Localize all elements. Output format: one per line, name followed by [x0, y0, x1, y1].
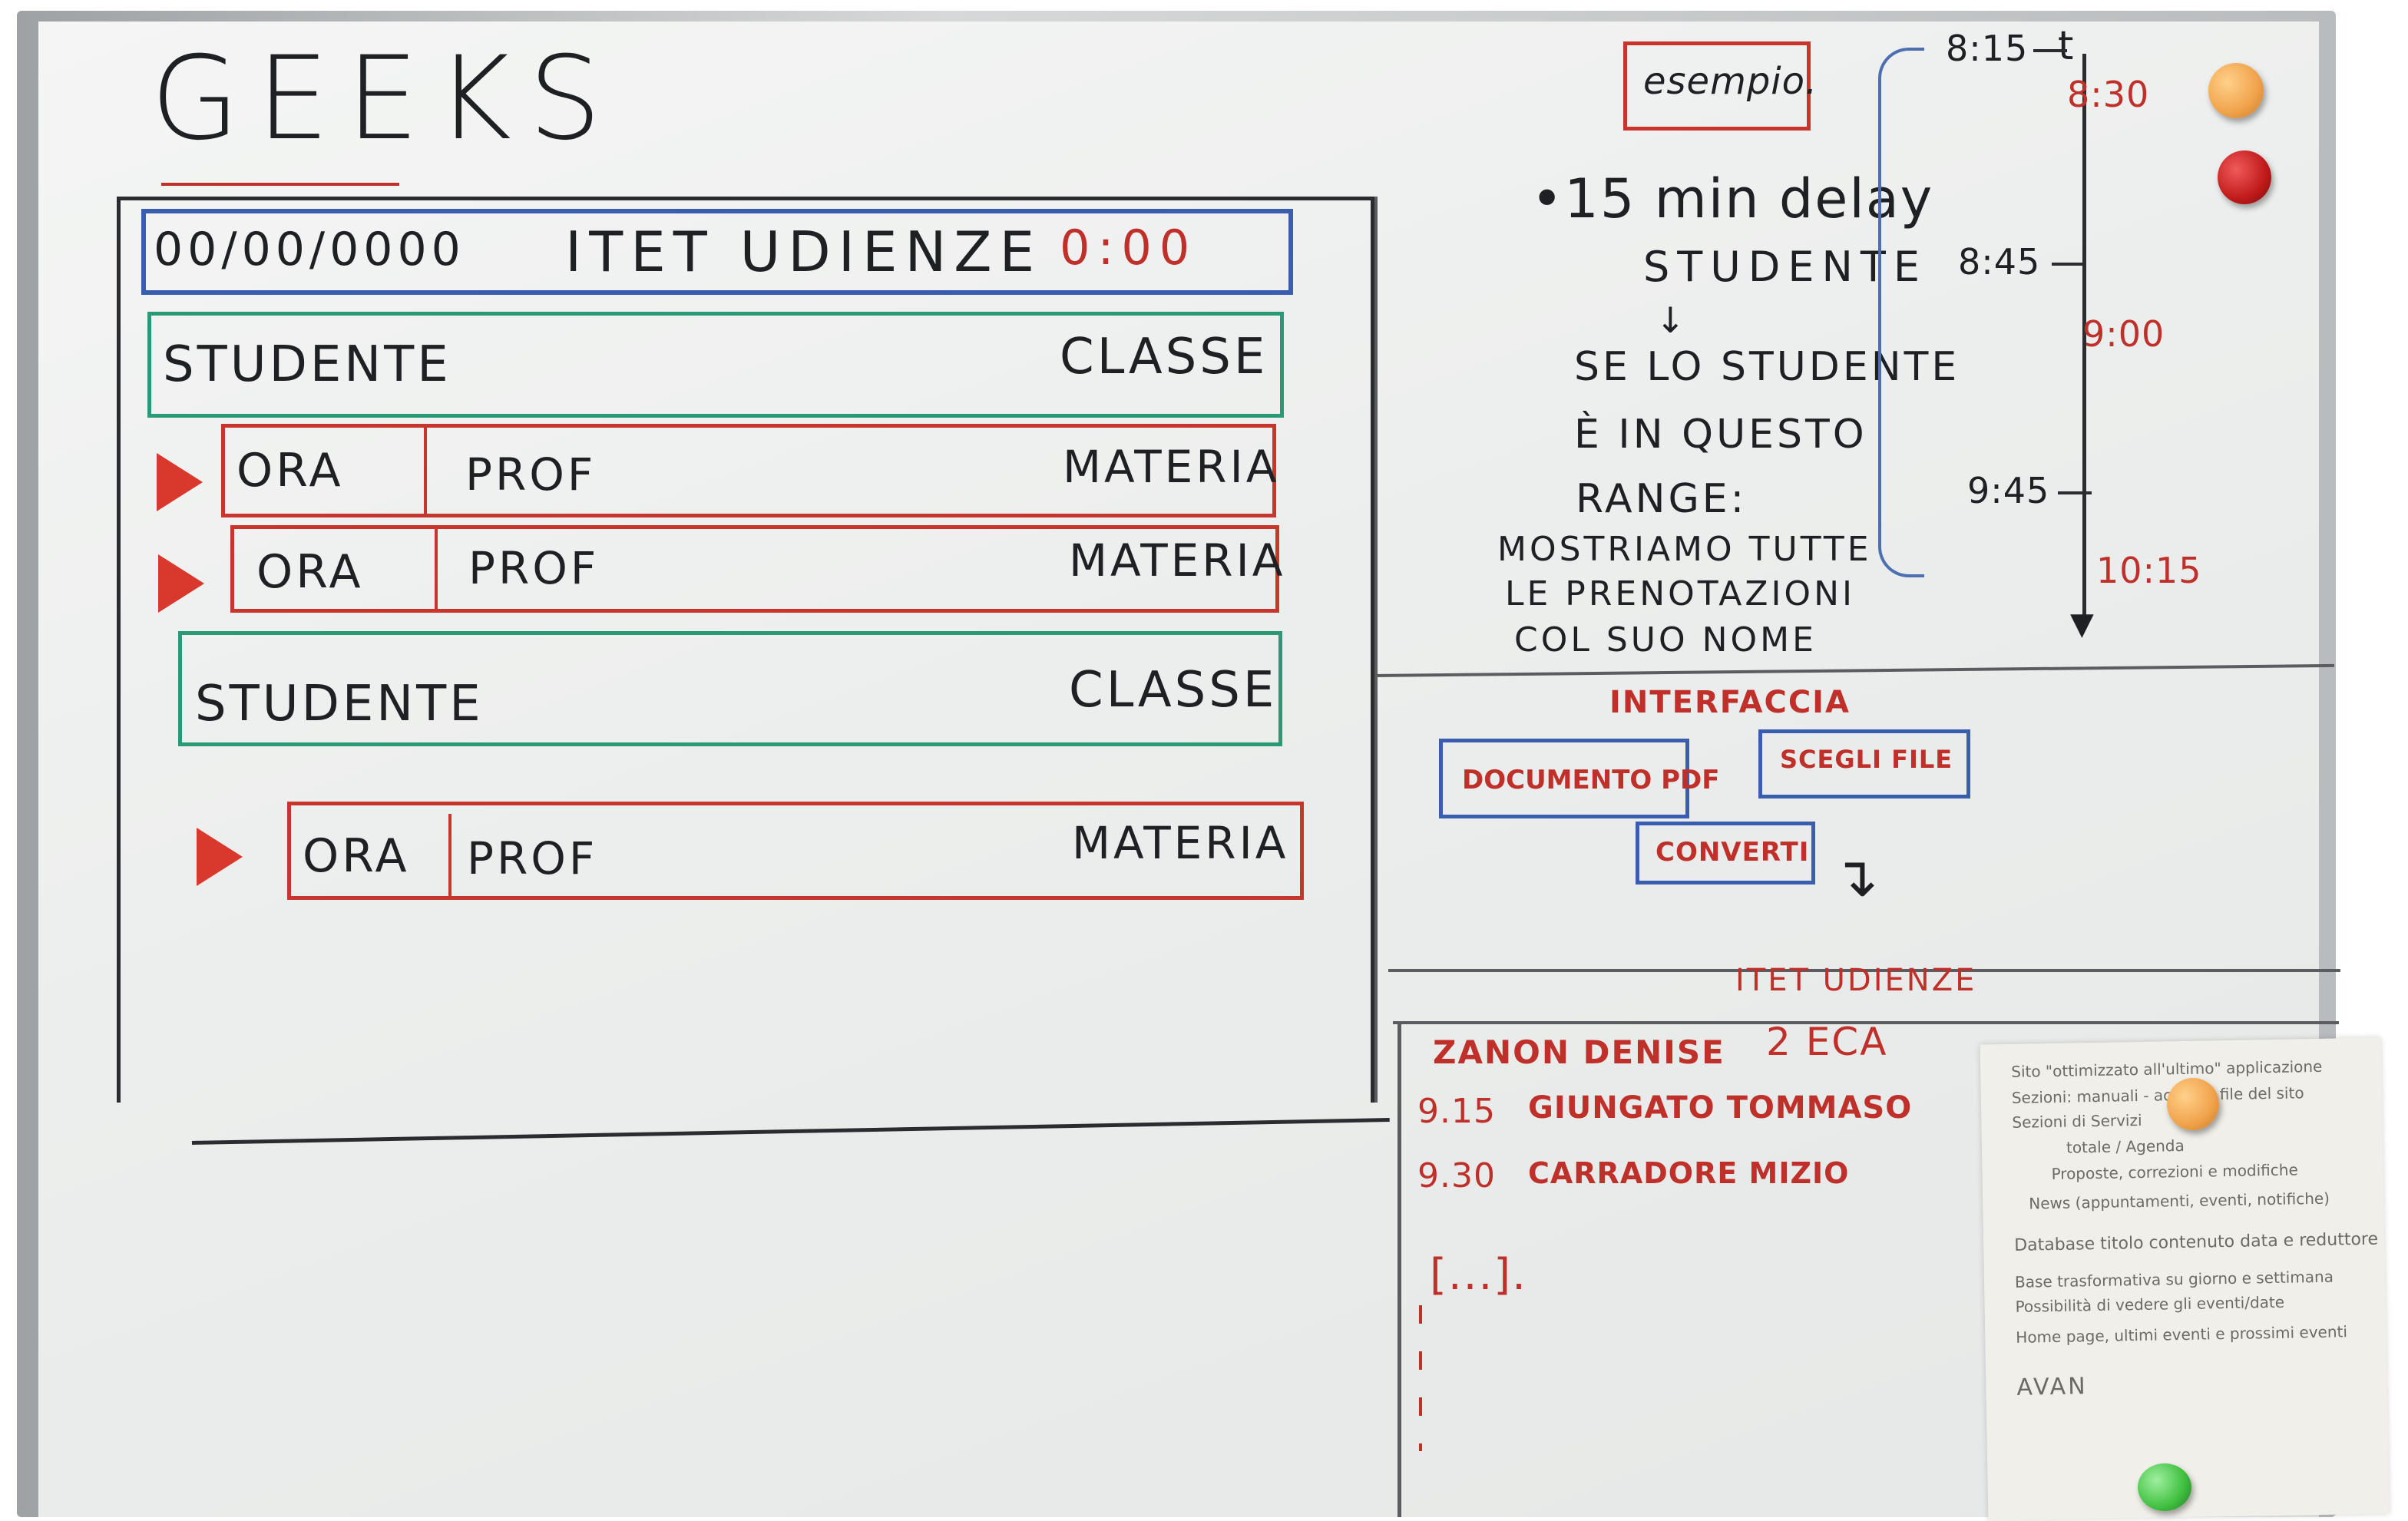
row-divider: [435, 525, 438, 613]
output-ellipsis: [...].: [1430, 1250, 1527, 1300]
row-ora: ORA: [256, 545, 364, 599]
section-divider-3: [1393, 1021, 2339, 1024]
time-label-left-3: 9:45: [1967, 470, 2050, 511]
interface-title: INTERFACCIA: [1609, 685, 1851, 720]
timeline-tick: [2033, 49, 2067, 52]
row-prof: PROF: [465, 448, 597, 501]
down-arrow-icon: ↓: [1656, 299, 1685, 341]
time-label-left-1: 8:15: [1946, 28, 2029, 69]
note-line: Database titolo contenuto data e redutto…: [2013, 1229, 2379, 1255]
choose-file-label: SCEGLI FILE: [1780, 745, 1953, 774]
example-line-5: LE PRENOTAZIONI: [1505, 574, 1855, 613]
mockup-right-line: [1374, 197, 1378, 1103]
time-label-right-2: 9:00: [2082, 313, 2165, 355]
booking-row-3[interactable]: [287, 802, 1304, 900]
note-line: News (appuntamenti, eventi, notifiche): [2029, 1189, 2330, 1213]
student-bar-1: [147, 312, 1284, 418]
example-student: STUDENTE: [1643, 243, 1927, 291]
student-bar-2: [178, 631, 1282, 746]
orange-magnet: [2167, 1078, 2219, 1130]
document-pdf-label: DOCUMENTO PDF: [1462, 765, 1720, 795]
header-date: 00/00/0000: [154, 223, 465, 276]
note-line: Sezioni di Servizi: [2012, 1110, 2142, 1132]
row-ora: ORA: [303, 829, 410, 883]
time-label-t: t: [2058, 23, 2077, 69]
note-line: Sezioni: manuali - accesso file del sito: [2011, 1083, 2304, 1107]
header-time: 0:00: [1060, 220, 1198, 276]
example-line-2: È IN QUESTO: [1574, 412, 1867, 458]
dashed-guide: [1419, 1305, 1422, 1451]
note-line: Base trasformativa su giorno e settimana: [2014, 1267, 2334, 1291]
booking-row-1[interactable]: [221, 424, 1276, 517]
entry-name-2: CARRADORE MIZIO: [1528, 1156, 1850, 1190]
title-underline: [161, 183, 399, 186]
row-materia: MATERIA: [1072, 817, 1289, 869]
class-label-2: CLASSE: [1069, 662, 1278, 719]
header-title: ITET UDIENZE: [565, 220, 1043, 284]
column-divider: [1398, 1021, 1401, 1517]
delay-note: •15 min delay: [1531, 167, 1934, 230]
row-divider: [424, 424, 427, 517]
booking-row-2[interactable]: [230, 525, 1279, 613]
timeline-tick: [2058, 491, 2092, 494]
board-title: GEEKS: [150, 32, 619, 166]
note-line: Home page, ultimi eventi e prossimi even…: [2016, 1322, 2348, 1347]
time-label-right-3: 10:15: [2096, 550, 2202, 591]
orange-magnet: [2208, 63, 2264, 118]
student-label-1: STUDENTE: [163, 336, 452, 393]
example-line-4: MOSTRIAMO TUTTE: [1497, 530, 1872, 569]
time-label-left-2: 8:45: [1958, 241, 2041, 283]
row-ora: ORA: [237, 444, 344, 498]
choose-file-button[interactable]: [1758, 729, 1970, 799]
green-magnet: [2138, 1463, 2191, 1511]
whiteboard-surface: [38, 21, 2319, 1517]
output-student: ZANON DENISE: [1433, 1033, 1725, 1071]
example-label: esempio.: [1643, 60, 1818, 103]
expand-arrow-icon[interactable]: [157, 453, 203, 511]
entry-time-2: 9.30: [1417, 1156, 1496, 1195]
timeline-tick: [2052, 263, 2086, 266]
entry-name-1: GIUNGATO TOMMASO: [1528, 1090, 1913, 1126]
red-magnet: [2218, 150, 2271, 204]
example-line-6: COL SUO NOME: [1514, 620, 1817, 660]
example-label-box: [1623, 41, 1811, 131]
section-divider-2: [1388, 969, 2340, 972]
range-bracket: [1878, 48, 1924, 577]
student-label-2: STUDENTE: [195, 676, 484, 732]
document-pdf-button[interactable]: [1439, 739, 1689, 818]
convert-label: CONVERTI: [1656, 837, 1810, 868]
example-line-1: SE LO STUDENTE: [1574, 344, 1960, 390]
time-label-right-1: 8:30: [2067, 74, 2150, 115]
note-line: Possibilità di vedere gli eventi/date: [2015, 1292, 2285, 1316]
note-line: totale / Agenda: [2066, 1136, 2185, 1157]
row-materia: MATERIA: [1069, 534, 1286, 587]
convert-button[interactable]: [1636, 822, 1815, 884]
mockup-frame: [117, 197, 1374, 1103]
note-footer: AVAN: [2016, 1373, 2088, 1401]
expand-arrow-icon[interactable]: [197, 828, 243, 886]
row-materia: MATERIA: [1063, 441, 1280, 493]
expand-arrow-icon[interactable]: [158, 554, 204, 613]
row-prof: PROF: [468, 542, 600, 594]
entry-time-1: 9.15: [1417, 1092, 1496, 1131]
output-title: ITET UDIENZE: [1735, 963, 1977, 998]
convert-arrow-icon: ↴: [1832, 845, 1879, 909]
timeline-axis: [2082, 54, 2086, 622]
timeline-arrow-icon: ▼: [2070, 607, 2094, 642]
example-line-3: RANGE:: [1576, 476, 1748, 522]
row-divider: [448, 814, 452, 900]
note-line: Sito "ottimizzato all'ultimo" applicazio…: [2011, 1056, 2323, 1081]
mockup-header-bar: [141, 209, 1293, 295]
output-class: 2 ECA: [1766, 1020, 1888, 1064]
note-line: Proposte, correzioni e modifiche: [2051, 1160, 2298, 1184]
row-prof: PROF: [467, 832, 598, 884]
class-label-1: CLASSE: [1060, 329, 1268, 385]
